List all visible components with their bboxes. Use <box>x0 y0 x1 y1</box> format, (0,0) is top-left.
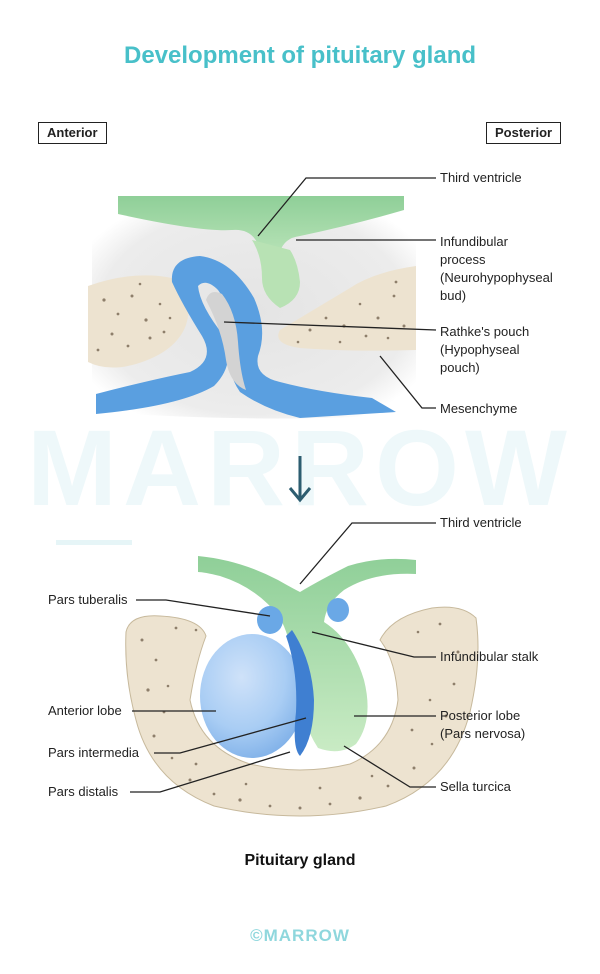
rathkes-pouch-shape <box>96 256 396 418</box>
watermark-bar <box>56 540 132 545</box>
left-bone <box>88 275 189 368</box>
sella-turcica-bone <box>125 606 479 817</box>
label-third-ventricle-top: Third ventricle <box>440 170 522 185</box>
label-mesenchyme: Mesenchyme <box>440 401 518 416</box>
label-pars-distalis: Pars distalis <box>48 784 119 799</box>
pouch-lumen <box>206 292 246 390</box>
label-rathkes-pouch-3: pouch) <box>440 360 480 375</box>
label-infundibular-stalk: Infundibular stalk <box>440 649 539 664</box>
watermark: MARROW <box>27 407 573 528</box>
label-infundibular-process-1: Infundibular <box>440 234 508 249</box>
adult-pituitary-illustration <box>125 556 479 817</box>
label-sella-turcica: Sella turcica <box>440 779 511 794</box>
right-bone <box>278 266 416 351</box>
pars-intermedia <box>286 630 314 756</box>
page-title: Development of pituitary gland <box>123 42 477 69</box>
label-rathkes-pouch-1: Rathke's pouch <box>440 324 530 339</box>
label-pars-intermedia: Pars intermedia <box>48 745 140 760</box>
embryonic-stage-illustration <box>88 196 416 419</box>
label-anterior-lobe: Anterior lobe <box>48 703 122 718</box>
anterior-tag: Anterior <box>38 122 107 144</box>
posterior-lobe-and-stalk <box>198 556 416 752</box>
pars-tuberalis-right <box>327 598 349 622</box>
footer-logo: ©MARROW <box>250 926 350 945</box>
label-infundibular-process-4: bud) <box>440 288 467 303</box>
label-rathkes-pouch-2: (Hypophyseal <box>440 342 520 357</box>
label-infundibular-process-2: process <box>440 252 486 267</box>
posterior-tag: Posterior <box>486 122 562 144</box>
label-infundibular-process-3: (Neurohypophyseal <box>440 270 553 285</box>
label-posterior-lobe-2: (Pars nervosa) <box>440 726 526 741</box>
leader-lines <box>130 177 437 793</box>
figure-caption: Pituitary gland <box>244 852 356 869</box>
label-posterior-lobe-1: Posterior lobe <box>440 708 521 723</box>
label-pars-tuberalis: Pars tuberalis <box>48 592 128 607</box>
pars-tuberalis-left <box>257 606 283 634</box>
development-arrow <box>288 456 312 503</box>
label-third-ventricle-bottom: Third ventricle <box>440 515 522 530</box>
anterior-lobe <box>200 634 304 758</box>
neural-tissue <box>118 196 404 280</box>
bone-dots-bottom <box>140 622 460 810</box>
infundibular-process-bud <box>252 240 300 308</box>
